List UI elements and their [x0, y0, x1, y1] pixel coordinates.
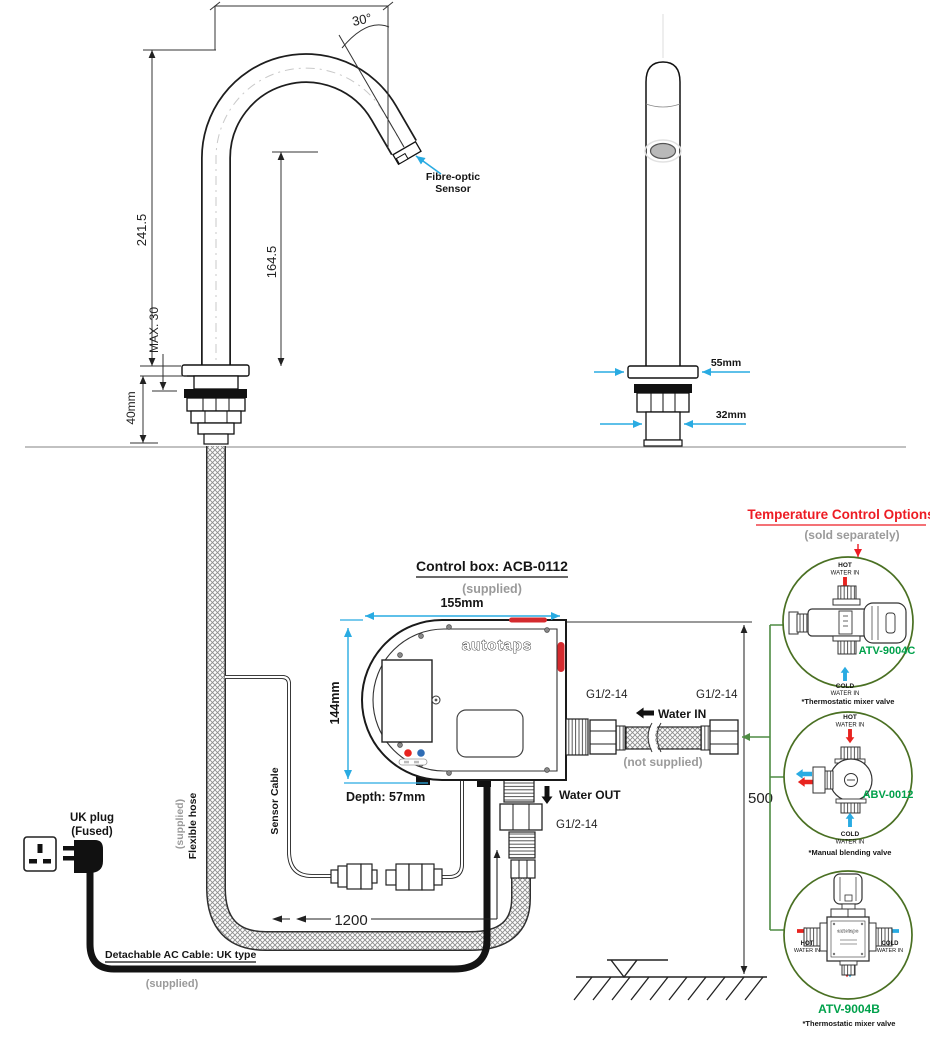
control-box-logo: autotaps: [462, 637, 533, 654]
box-depth-label: Depth: 57mm: [346, 790, 425, 804]
wall-socket-icon: [23, 836, 57, 872]
blue-indicator: [417, 749, 425, 757]
valve-type-note: *Thermostatic mixer valve: [802, 697, 895, 706]
valve-type-note: *Thermostatic mixer valve: [803, 1019, 896, 1028]
inlet-fitting: [565, 718, 589, 756]
thread-width-label: 32mm: [716, 409, 746, 421]
battery-compartment: [381, 659, 433, 743]
valve-option-abv0012: HOT WATER IN ABV-0012 COLD WATER IN *Man…: [783, 711, 914, 857]
ac-cable-label: Detachable AC Cable: UK type: [105, 949, 256, 961]
sensor-cable-connector-male: [330, 863, 378, 890]
install-height-label: 500: [748, 790, 773, 807]
inlet-hose: [589, 719, 739, 755]
uk-plug-label-line1: UK plug: [70, 812, 114, 824]
box-height-label: 144mm: [328, 681, 342, 724]
thermostatic-valve-graphic: [788, 585, 907, 655]
valve-option-bracket: [769, 624, 784, 931]
hot-water-in-label: WATER IN: [831, 571, 860, 577]
inlet-hose-note: (not supplied): [623, 755, 702, 769]
cold-label: COLD: [841, 831, 860, 838]
sensor-cable-label: Sensor Cable: [269, 767, 281, 834]
ac-cable-note: (supplied): [146, 978, 199, 990]
hot-water-in-label: WATER IN: [794, 948, 820, 954]
cold-label: COLD: [836, 683, 855, 690]
ground-symbol: [573, 959, 767, 1001]
inlet-thread-right-label: G1/2-14: [696, 689, 738, 701]
red-indicator: [404, 749, 412, 757]
cold-water-in-label: WATER IN: [877, 948, 903, 954]
hot-label: HOT: [801, 941, 814, 947]
valve-type-note: *Manual blending valve: [809, 848, 892, 857]
uk-plug-icon: [74, 840, 103, 873]
label-plate: [456, 709, 524, 758]
base-width-label: 55mm: [711, 357, 741, 369]
spout-height-label: 164.5: [264, 246, 279, 279]
sensor-window-ring: [644, 139, 682, 163]
water-out-label: Water OUT: [559, 788, 621, 802]
sensor-cable-connector-female: [385, 863, 443, 891]
flexible-hose-label: Flexible hose: [187, 793, 199, 860]
hot-label: HOT: [843, 714, 857, 721]
tap-dimensions: 241.5 164.5 MAX. 30 40mm: [124, 49, 318, 444]
hot-label: HOT: [838, 562, 852, 569]
thermostatic-valve-graphic: [803, 873, 893, 976]
water-out-fitting: [499, 779, 543, 879]
valve-model-label: ABV-0012: [863, 789, 914, 801]
tap-side-view: [181, 53, 422, 445]
sensor-window-icon: [649, 142, 677, 160]
temp-options-title: Temperature Control Options: [747, 507, 930, 522]
blending-valve-graphic: [812, 746, 873, 814]
control-box: autotaps: [361, 617, 589, 787]
hot-water-in-label: WATER IN: [836, 723, 865, 729]
cold-water-in-label: WATER IN: [831, 691, 860, 697]
max-deck-label: MAX. 30: [147, 307, 161, 353]
hose-length-dimension: 1200: [272, 850, 501, 929]
cold-water-in-label: WATER IN: [836, 840, 865, 846]
temp-options-subtitle: (sold separately): [804, 528, 899, 542]
overall-height-label: 241.5: [134, 214, 149, 247]
cold-label: COLD: [882, 941, 900, 947]
valve-model-label: ATV-9004C: [859, 645, 916, 657]
flexible-hose-note: (supplied): [174, 799, 186, 849]
install-height-dimension: 500: [567, 621, 773, 974]
valve-model-label: ATV-9004B: [818, 1002, 880, 1016]
red-seal-top: [509, 617, 547, 623]
fibre-optic-sensor-tip: [392, 140, 422, 166]
sensor-cable: [225, 675, 464, 891]
red-seal-right: [557, 642, 565, 672]
flexible-hose: [206, 446, 531, 951]
sensor-label-line2: Sensor: [435, 183, 471, 195]
inlet-thread-left-label: G1/2-14: [586, 689, 628, 701]
temperature-control-options: Temperature Control Options (sold separa…: [742, 507, 930, 1028]
valve-option-atv9004b: autotaps HOT WATER IN COLD WATER IN ATV-…: [783, 870, 913, 1028]
tap-front-view: [627, 14, 699, 447]
box-width-label: 155mm: [440, 596, 483, 610]
tap-flange: [181, 364, 250, 377]
valve-logo: autotaps: [837, 929, 858, 934]
uk-plug-label-line2: (Fused): [71, 826, 113, 838]
control-box-supplied: (supplied): [462, 582, 522, 596]
water-out-arrow-icon: [541, 786, 553, 805]
sensor-callout-arrow: [415, 155, 442, 175]
control-box-dimensions: Control box: ACB-0112 (supplied) 155mm 1…: [328, 558, 568, 804]
gasket-ring: [184, 389, 247, 398]
ac-cable: [63, 782, 491, 973]
water-in-label: Water IN: [658, 707, 706, 721]
spout-angle-dimension: [209, 1, 405, 148]
valve-option-atv9004c: HOT WATER IN ATV-9004C COLD: [782, 556, 916, 706]
angle-label: 30°: [351, 10, 373, 29]
hose-length-label: 1200: [334, 912, 367, 929]
sensor-label-line1: Fibre-optic: [426, 171, 480, 183]
water-in-arrow-icon: [635, 707, 654, 719]
control-box-title: Control box: ACB-0112: [416, 558, 568, 574]
under-deck-label: 40mm: [124, 391, 138, 424]
front-view-dimensions: 55mm 32mm: [594, 357, 750, 428]
outlet-thread-label: G1/2-14: [556, 819, 598, 831]
